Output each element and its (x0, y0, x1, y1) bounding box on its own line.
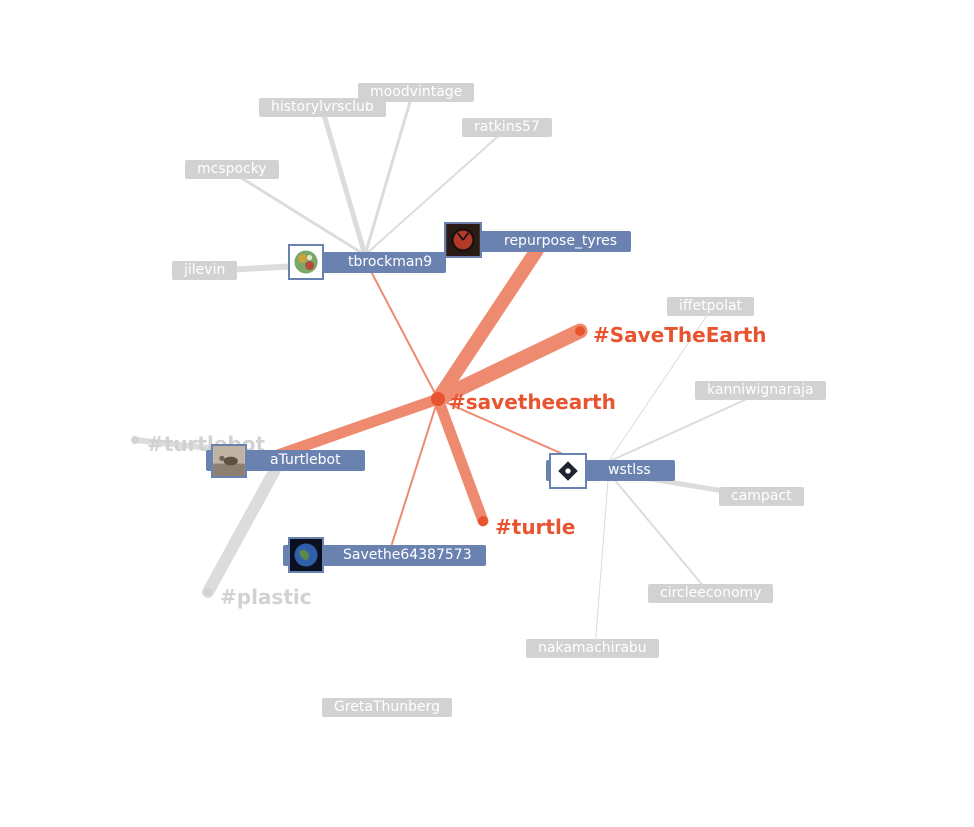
savetheearth-camel-dot (575, 326, 585, 336)
earth-avatar-icon (290, 539, 322, 571)
edge-hub-savethe (389, 398, 439, 551)
aturtlebot-avatar[interactable] (211, 444, 247, 478)
globe-avatar-icon (290, 246, 322, 278)
user-node-mcspocky[interactable]: mcspocky (185, 160, 279, 179)
edge-tbrockman9-ratkins57 (364, 129, 506, 256)
edge-wstlss-circleeconomy (607, 471, 711, 595)
tyre-avatar-icon (446, 224, 480, 256)
edge-hub-tbrockman9 (364, 259, 439, 400)
tbrockman9-avatar[interactable] (288, 244, 324, 280)
repurpose-tyres-avatar[interactable] (444, 222, 482, 258)
edge-hub-aturtlebot (272, 393, 444, 461)
turtle-dot (478, 516, 488, 526)
hashtag-savetheearth-hub[interactable]: #savetheearth (449, 390, 616, 414)
user-node-tbrockman9[interactable]: tbrockman9 (290, 252, 447, 273)
edge-tbrockman9-moodvintage (363, 93, 414, 257)
edge-aturtlebot-plastic (202, 464, 281, 598)
user-node-historylvrsclub[interactable]: historylvrsclub (259, 98, 386, 117)
turtlebot-dot (131, 436, 139, 444)
wstlss-avatar[interactable] (549, 453, 587, 489)
hashtag-turtle[interactable]: #turtle (495, 515, 576, 539)
hashtag-plastic[interactable]: #plastic (220, 585, 312, 609)
user-node-gretathunberg[interactable]: GretaThunberg (322, 698, 453, 717)
edge-wstlss-iffetpolat (607, 307, 713, 463)
edge-hub-wstlss (437, 398, 566, 456)
user-node-circleeconomy[interactable]: circleeconomy (648, 584, 774, 603)
user-node-iffetpolat[interactable]: iffetpolat (667, 297, 755, 316)
edge-tbrockman9-mcspocky (230, 170, 367, 257)
user-node-campact[interactable]: campact (719, 487, 804, 506)
user-node-repurpose-tyres[interactable]: repurpose_tyres (444, 231, 632, 252)
user-node-nakamachirabu[interactable]: nakamachirabu (526, 639, 659, 658)
user-node-savethe64387573[interactable]: Savethe64387573 (283, 545, 486, 566)
savethe64387573-avatar[interactable] (288, 537, 324, 573)
turtle-photo-avatar-icon (213, 446, 245, 476)
user-node-ratkins57[interactable]: ratkins57 (462, 118, 552, 137)
diamond-logo-avatar-icon (551, 455, 585, 487)
user-node-kanniwignaraja[interactable]: kanniwignaraja (695, 381, 826, 400)
user-node-jilevin[interactable]: jilevin (172, 261, 238, 280)
hashtag-savetheearth-camel[interactable]: #SaveTheEarth (593, 323, 767, 347)
user-node-moodvintage[interactable]: moodvintage (358, 83, 475, 102)
hub-dot (431, 392, 445, 406)
edge-hub-savetheearth-camel (430, 323, 588, 407)
edge-hub-repurpose (431, 243, 544, 406)
orange-edges (272, 243, 588, 551)
edge-wstlss-nakamachirabu (594, 479, 609, 649)
plastic-dot (204, 588, 212, 596)
edge-tbrockman9-historylvrsclub (319, 105, 368, 258)
edge-wstlss-kanniwignaraja (607, 392, 761, 463)
edge-hub-turtle (432, 393, 489, 527)
